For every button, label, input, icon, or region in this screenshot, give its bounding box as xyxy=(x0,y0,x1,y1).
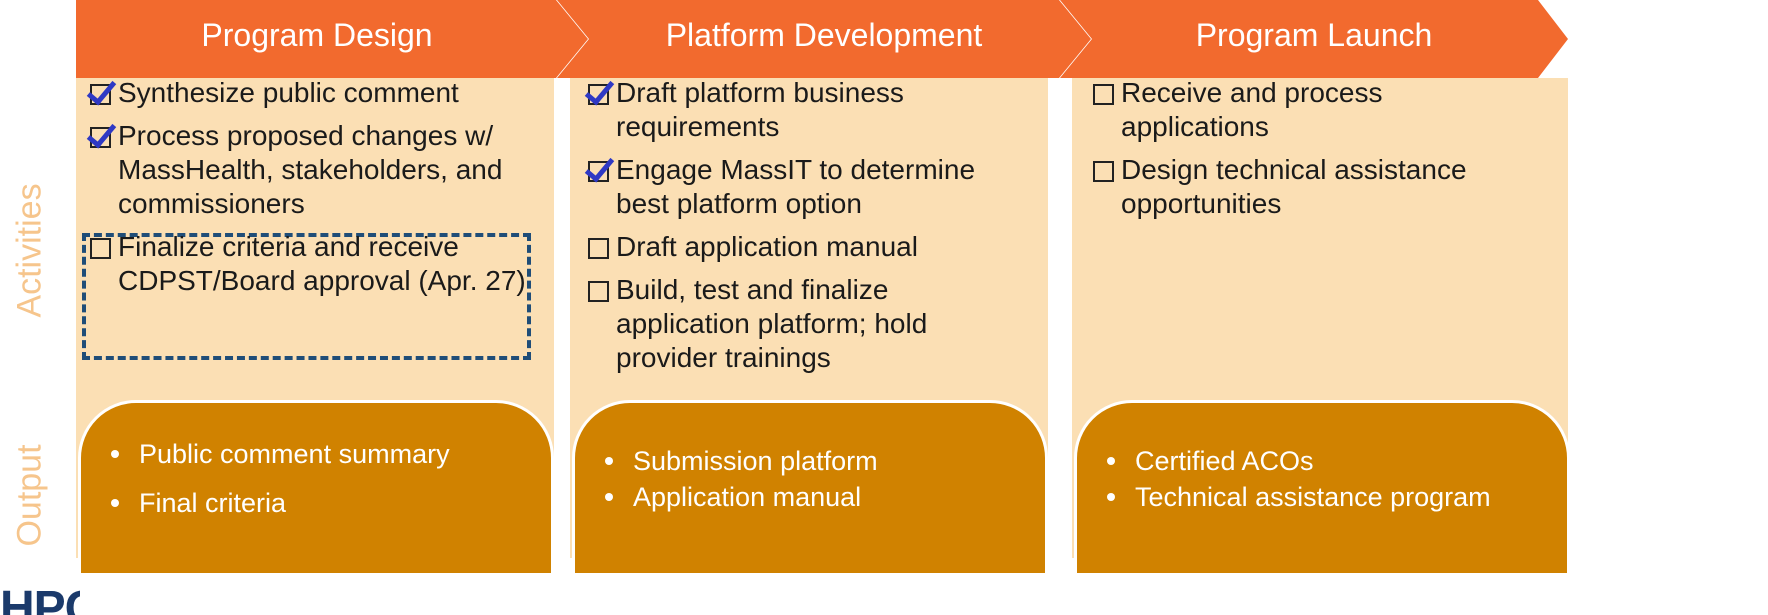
activity-text: Draft platform business requirements xyxy=(616,77,904,142)
activity-item: Synthesize public comment xyxy=(88,76,533,110)
output-item: Final criteria xyxy=(111,487,541,519)
output-item: Submission platform xyxy=(605,445,1035,477)
checked-checkbox-icon xyxy=(90,127,111,148)
activity-text: Engage MassIT to determine best platform… xyxy=(616,154,976,219)
activity-item: Draft platform business requirements xyxy=(586,76,1006,144)
unchecked-checkbox-icon xyxy=(1093,84,1114,105)
activity-item: Draft application manual xyxy=(586,230,1006,264)
activity-text: Finalize criteria and receive CDPST/Boar… xyxy=(118,231,526,296)
activity-item: Finalize criteria and receive CDPST/Boar… xyxy=(88,230,533,298)
output-item: Certified ACOs xyxy=(1107,445,1557,477)
phase-2-title: Platform Development xyxy=(665,17,983,53)
output-text: Submission platform xyxy=(633,446,878,476)
phase-1-chevron-shape xyxy=(76,0,588,78)
activity-text: Build, test and finalize application pla… xyxy=(616,274,928,373)
activity-text: Design technical assistance opportunitie… xyxy=(1121,154,1467,219)
checked-checkbox-icon xyxy=(588,161,609,182)
phase-3-chevron: Program Launch xyxy=(1060,0,1568,78)
phase-1-chevron: Program Design xyxy=(76,0,588,78)
unchecked-checkbox-icon xyxy=(1093,161,1114,182)
activity-text: Receive and process applications xyxy=(1121,77,1383,142)
activity-text: Process proposed changes w/ MassHealth, … xyxy=(118,120,503,219)
activity-text: Synthesize public comment xyxy=(118,77,459,108)
phase-3-chevron-shape xyxy=(1060,0,1568,78)
phase-3-title: Program Launch xyxy=(1195,17,1433,53)
activity-item: Engage MassIT to determine best platform… xyxy=(586,153,1006,221)
output-text: Application manual xyxy=(633,482,862,512)
activity-item: Design technical assistance opportunitie… xyxy=(1091,153,1531,221)
phase-1-title: Program Design xyxy=(201,17,433,53)
highlight-dashed-box xyxy=(82,233,531,360)
output-item: Public comment summary xyxy=(111,438,541,470)
output-text: Certified ACOs xyxy=(1135,446,1314,476)
activity-text: Draft application manual xyxy=(616,231,918,262)
activity-item: Receive and process applications xyxy=(1091,76,1531,144)
activity-item: Process proposed changes w/ MassHealth, … xyxy=(88,119,533,221)
activities-row-label: Activities xyxy=(10,182,49,318)
activity-item: Build, test and finalize application pla… xyxy=(586,273,1006,375)
checked-checkbox-icon xyxy=(90,84,111,105)
checked-checkbox-icon xyxy=(588,84,609,105)
phase-2-chevron: Platform Development xyxy=(557,0,1091,78)
output-item: Application manual xyxy=(605,481,1035,513)
output-text: Public comment summary xyxy=(139,439,450,469)
phase-2-chevron-shape xyxy=(557,0,1091,78)
output-text: Technical assistance program xyxy=(1135,482,1491,512)
unchecked-checkbox-icon xyxy=(588,238,609,259)
unchecked-checkbox-icon xyxy=(588,281,609,302)
unchecked-checkbox-icon xyxy=(90,238,111,259)
hpc-logo: HPC xyxy=(0,585,80,615)
output-text: Final criteria xyxy=(139,488,287,518)
output-row-label: Output xyxy=(10,443,49,547)
output-item: Technical assistance program xyxy=(1107,481,1557,513)
